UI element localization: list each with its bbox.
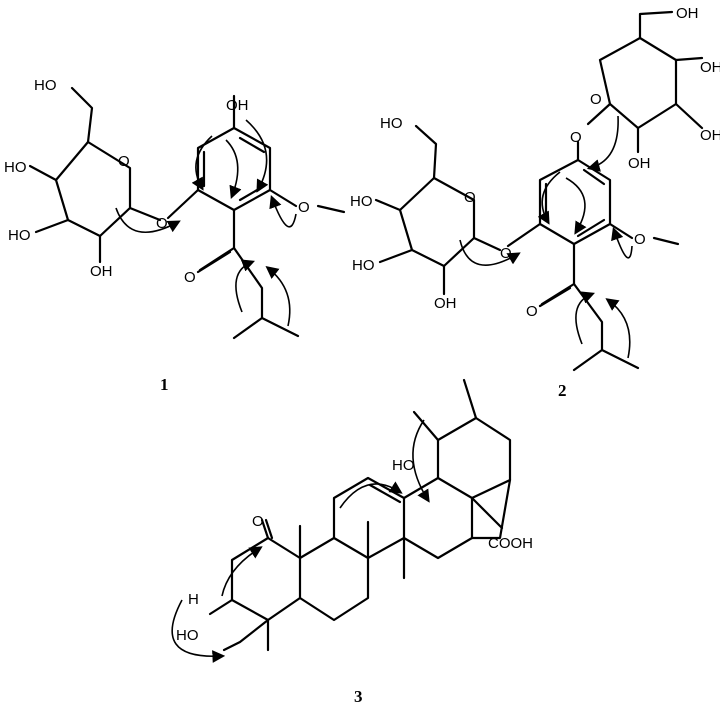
atom-label: O <box>526 303 538 320</box>
atom-label: OH <box>700 59 720 76</box>
compound-3-hmbc-arrows <box>171 419 430 663</box>
atom-label: HO <box>392 457 415 474</box>
atom-label: O <box>118 153 130 170</box>
compound-3: HO COOH O H HO 3 <box>171 378 533 706</box>
atom-label: HO <box>8 227 31 244</box>
atom-label: OH <box>676 5 699 22</box>
compound-number: 1 <box>160 375 169 394</box>
atom-label: O <box>570 129 582 146</box>
compound-number: 3 <box>354 687 363 706</box>
atom-label: HO <box>380 115 403 132</box>
atom-label: O <box>156 215 168 232</box>
atom-label: OH <box>434 295 457 312</box>
atom-label: COOH <box>488 535 533 552</box>
compound-number: 2 <box>558 381 567 400</box>
compound-2: OH O OH OH OH O HO HO HO OH O O O O 2 <box>350 5 720 400</box>
compound-1: OH HO HO HO OH O O O O 1 <box>4 77 346 394</box>
atom-label: O <box>634 231 646 248</box>
compound-3-atom-labels: HO COOH O H HO <box>176 457 533 644</box>
compound-1-hmbc-arrows <box>115 119 297 327</box>
atom-label: HO <box>176 627 199 644</box>
atom-label: O <box>500 245 512 262</box>
atom-label: OH <box>628 155 651 172</box>
compound-1-bonds <box>28 86 346 340</box>
atom-label: O <box>252 513 264 530</box>
atom-label: OH <box>90 263 113 280</box>
compound-3-bonds <box>208 378 512 652</box>
atom-label: O <box>184 269 196 286</box>
atom-label: O <box>464 189 476 206</box>
atom-label: HO <box>350 193 373 210</box>
atom-label: H <box>188 591 199 608</box>
atom-label: HO <box>4 159 27 176</box>
atom-label: O <box>298 199 310 216</box>
atom-label: OH <box>226 97 249 114</box>
compound-2-hmbc-arrows <box>459 115 633 359</box>
compound-2-bonds <box>374 10 704 372</box>
compound-2-atom-labels: OH O OH OH OH O HO HO HO OH O O O O <box>350 5 720 320</box>
atom-label: HO <box>352 257 375 274</box>
compound-1-atom-labels: OH HO HO HO OH O O O O <box>4 77 310 286</box>
atom-label: OH <box>700 127 720 144</box>
atom-label: HO <box>34 77 57 94</box>
atom-label: O <box>590 91 602 108</box>
